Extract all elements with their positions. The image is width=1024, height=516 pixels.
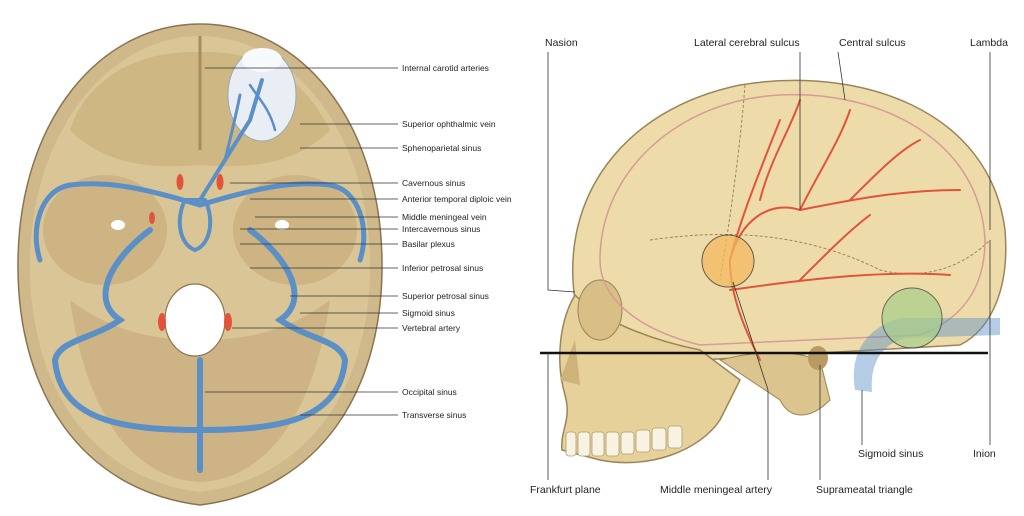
label-basilar-plexus: Basilar plexus	[402, 239, 455, 249]
cranial-arteries	[149, 174, 232, 331]
label-vertebral-artery: Vertebral artery	[402, 323, 461, 333]
left-labels: Internal carotid arteries Superior ophth…	[402, 63, 512, 420]
left-leader-lines	[205, 67, 398, 416]
label-occipital-sinus: Occipital sinus	[402, 387, 457, 397]
brain-outline	[599, 93, 986, 346]
label-intercavernous-sinus: Intercavernous sinus	[402, 224, 480, 234]
label-inferior-petrosal-sinus: Inferior petrosal sinus	[402, 263, 483, 273]
label-sigmoid-sinus-left: Sigmoid sinus	[402, 308, 455, 318]
label-sigmoid-sinus-right: Sigmoid sinus	[858, 448, 923, 460]
pterion-circle	[701, 234, 755, 288]
label-anterior-temporal-diploic-vein: Anterior temporal diploic vein	[402, 194, 512, 204]
label-middle-meningeal-artery: Middle meningeal artery	[660, 484, 773, 496]
lateral-skull-illustration	[559, 79, 1007, 464]
label-suprameatal-triangle: Suprameatal triangle	[816, 484, 913, 496]
label-superior-petrosal-sinus: Superior petrosal sinus	[402, 291, 489, 301]
venous-sinuses	[33, 78, 367, 473]
label-transverse-sinus: Transverse sinus	[402, 410, 466, 420]
label-lambda: Lambda	[970, 37, 1008, 49]
label-cavernous-sinus: Cavernous sinus	[402, 178, 465, 188]
label-frankfurt-plane: Frankfurt plane	[530, 484, 601, 496]
label-superior-ophthalmic-vein: Superior ophthalmic vein	[402, 119, 496, 129]
asterion-circle	[881, 287, 943, 349]
label-middle-meningeal-vein: Middle meningeal vein	[402, 212, 487, 222]
right-leader-lines	[547, 51, 991, 480]
label-inion: Inion	[973, 448, 996, 460]
skull-base-illustration	[17, 23, 383, 506]
label-nasion: Nasion	[545, 37, 578, 49]
right-labels: Nasion Lateral cerebral sulcus Central s…	[530, 37, 1008, 496]
label-lateral-cerebral-sulcus: Lateral cerebral sulcus	[694, 37, 800, 49]
label-sphenoparietal-sinus: Sphenoparietal sinus	[402, 143, 481, 153]
label-internal-carotid-arteries: Internal carotid arteries	[402, 63, 489, 73]
label-central-sulcus: Central sulcus	[839, 37, 906, 49]
